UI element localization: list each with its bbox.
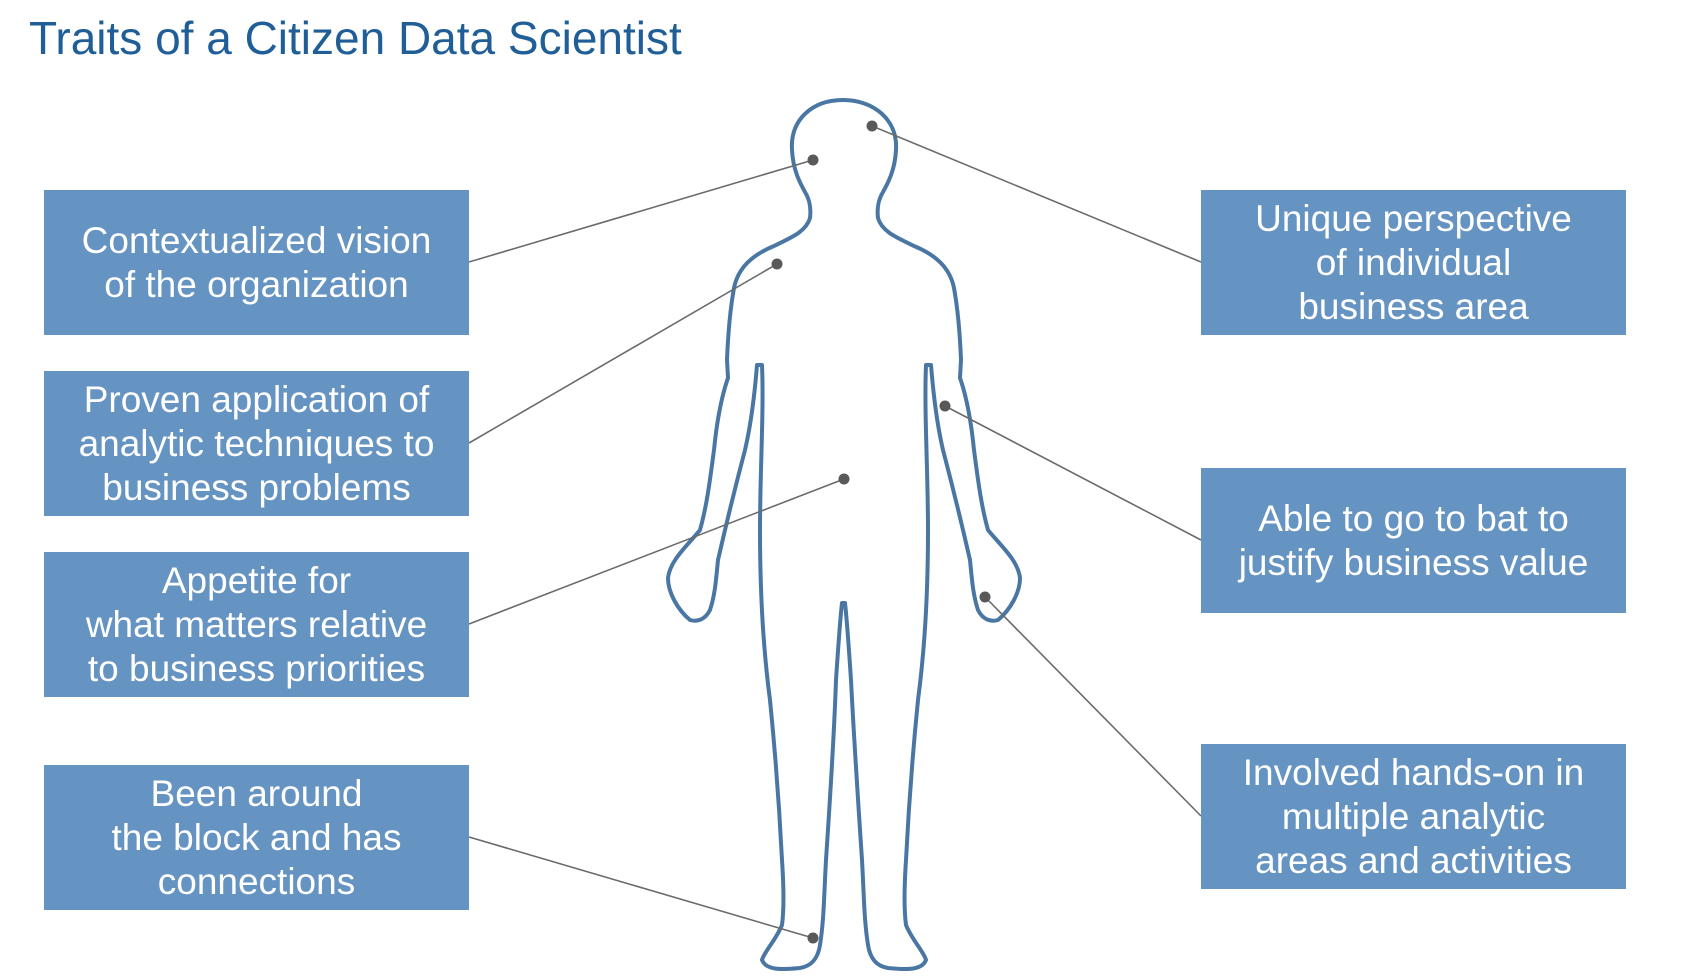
trait-label: Contextualized vision of the organizatio… xyxy=(81,219,432,305)
trait-box-appetite: Appetite for what matters relative to bu… xyxy=(44,552,469,697)
trait-label: Able to go to bat to justify business va… xyxy=(1238,497,1589,583)
trait-label: Involved hands-on in multiple analytic a… xyxy=(1242,751,1585,881)
connector-contextualized xyxy=(468,159,814,263)
trait-box-contextualized-vision: Contextualized vision of the organizatio… xyxy=(44,190,469,335)
trait-label: Appetite for what matters relative to bu… xyxy=(85,559,428,689)
trait-box-proven-application: Proven application of analytic technique… xyxy=(44,371,469,516)
anchor-dot-torso xyxy=(838,473,850,485)
trait-label: Been around the block and has connection… xyxy=(111,772,402,902)
page-title: Traits of a Citizen Data Scientist xyxy=(29,12,682,64)
trait-label: Proven application of analytic technique… xyxy=(78,378,435,508)
connector-appetite xyxy=(468,478,845,625)
trait-label: Unique perspective of individual busines… xyxy=(1255,197,1572,327)
anchor-dot-foot xyxy=(807,932,819,944)
connector-around xyxy=(468,836,814,939)
anchor-dot-head-left xyxy=(807,154,819,166)
anchor-dot-arm xyxy=(939,400,951,412)
trait-box-go-to-bat: Able to go to bat to justify business va… xyxy=(1201,468,1626,613)
anchor-dot-shoulder xyxy=(771,258,783,270)
trait-box-unique-perspective: Unique perspective of individual busines… xyxy=(1201,190,1626,335)
connector-proven xyxy=(468,263,778,444)
connector-involved xyxy=(984,596,1202,817)
human-silhouette-outline-icon xyxy=(666,98,1022,971)
trait-box-been-around: Been around the block and has connection… xyxy=(44,765,469,910)
trait-box-involved-hands-on: Involved hands-on in multiple analytic a… xyxy=(1201,744,1626,889)
connector-unique xyxy=(871,125,1202,263)
anchor-dot-head-right xyxy=(866,120,878,132)
connector-bat xyxy=(944,405,1202,541)
anchor-dot-hand xyxy=(979,591,991,603)
